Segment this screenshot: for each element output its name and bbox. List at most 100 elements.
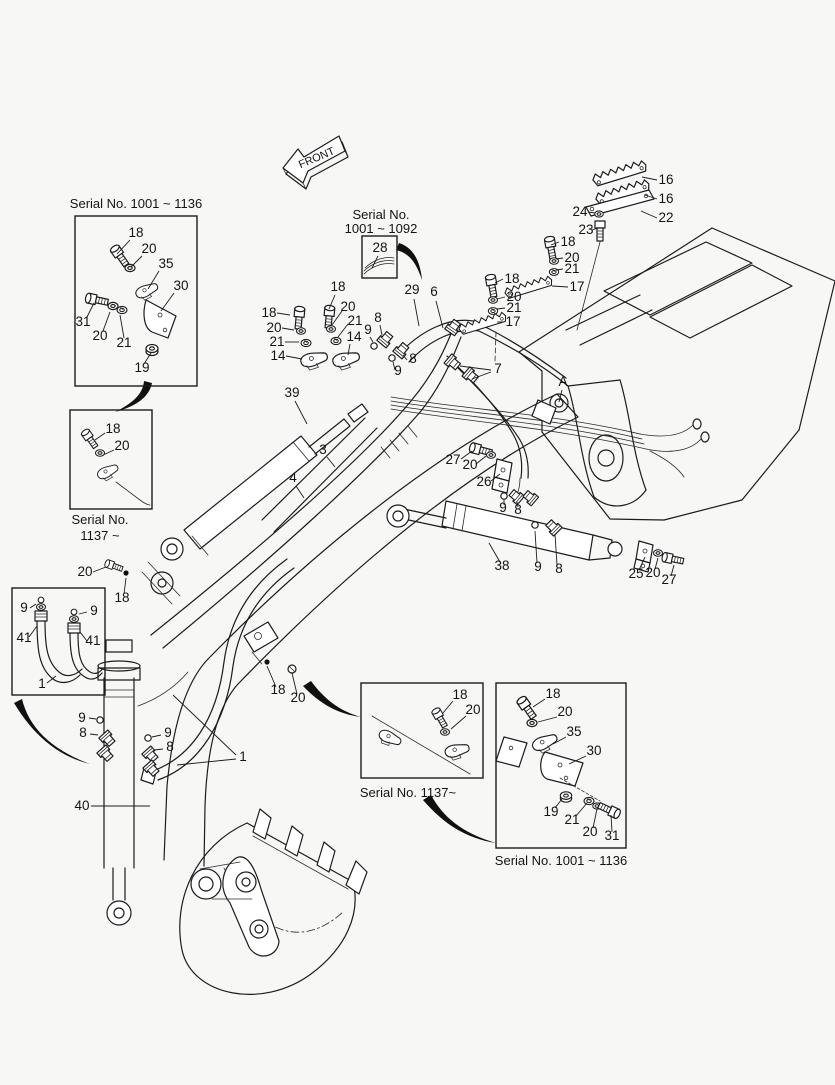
part-label: 20 <box>77 564 92 579</box>
part-label: 14 <box>270 348 286 363</box>
part-label: 18 <box>114 590 129 605</box>
part-label: 20 <box>645 565 660 580</box>
inset-bottom-mid <box>360 682 484 779</box>
inset-serial-28 <box>361 235 398 279</box>
leader-line <box>488 542 501 563</box>
leader-line <box>435 300 444 329</box>
part-label: 8 <box>555 561 563 576</box>
part-label: 24 <box>572 204 588 219</box>
leader-lines <box>28 176 675 833</box>
front-direction-arrow <box>282 135 349 190</box>
leader-line <box>295 485 305 499</box>
leader-line <box>294 400 308 425</box>
part-label: 38 <box>494 558 509 573</box>
part-label: 18 <box>560 234 575 249</box>
leader-line <box>555 257 564 260</box>
leader-line <box>554 533 558 566</box>
leader-line <box>496 296 506 300</box>
part-label: 8 <box>166 739 174 754</box>
leader-line <box>326 456 336 468</box>
hose-bundle <box>390 396 710 478</box>
part-label: 20 <box>290 690 305 705</box>
leader-line <box>160 292 175 312</box>
part-label: 18 <box>128 225 143 240</box>
part-label: 19 <box>543 804 558 819</box>
leader-line <box>516 501 519 508</box>
part-label: 41 <box>85 633 100 648</box>
part-label: 6 <box>430 284 438 299</box>
part-label: 8 <box>374 310 382 325</box>
part-label: 20 <box>557 704 572 719</box>
leader-line <box>641 176 658 181</box>
leader-line <box>176 758 237 766</box>
leader-line <box>291 672 298 695</box>
leader-line <box>28 625 38 638</box>
part-label: 22 <box>658 210 673 225</box>
leader-line <box>552 736 567 745</box>
leader-line <box>551 285 569 288</box>
leader-line <box>459 365 492 371</box>
leader-line <box>79 631 88 642</box>
leader-line <box>143 352 152 365</box>
inset-title: Serial No. <box>352 207 409 222</box>
part-label: 17 <box>569 279 584 294</box>
leader-line <box>640 210 658 219</box>
part-label: 20 <box>582 824 597 839</box>
leader-line <box>88 717 97 720</box>
leader-line <box>534 530 538 564</box>
hydraulic-hoses <box>137 317 569 785</box>
leader-line <box>102 311 111 332</box>
leader-line <box>638 556 646 571</box>
leader-line <box>537 716 558 723</box>
part-label: 20 <box>564 250 579 265</box>
leader-line <box>123 577 127 595</box>
part-label: 18 <box>545 686 560 701</box>
arm-cylinder <box>386 500 623 561</box>
leader-line <box>490 473 501 482</box>
leader-line <box>92 566 107 573</box>
leader-line <box>276 312 291 316</box>
leader-line <box>331 310 343 326</box>
leader-line <box>494 278 504 284</box>
leader-line <box>369 336 374 343</box>
leader-line <box>102 449 115 456</box>
leader-line <box>442 700 454 714</box>
part-label: 4 <box>289 470 297 485</box>
part-label: 27 <box>445 452 460 467</box>
leader-line <box>46 675 57 684</box>
part-label: 18 <box>330 279 345 294</box>
part-label: 28 <box>372 240 387 255</box>
bucket <box>179 808 368 995</box>
part-label: 16 <box>658 191 673 206</box>
part-label: 20 <box>340 299 355 314</box>
leader-line <box>153 748 164 751</box>
part-label: 17 <box>505 314 520 329</box>
inset-bottom-right <box>495 682 627 849</box>
leader-line <box>575 802 588 817</box>
boom-cylinder <box>160 403 369 561</box>
part-label: A <box>558 374 567 389</box>
part-label: 35 <box>566 724 581 739</box>
leader-line <box>266 665 277 688</box>
part-label: 8 <box>514 502 522 517</box>
part-label: 21 <box>269 334 284 349</box>
leader-line <box>568 755 587 765</box>
machine-body <box>518 227 835 521</box>
leader-line <box>558 389 563 403</box>
leader-line <box>337 323 349 338</box>
part-label: 21 <box>564 812 579 827</box>
part-label: 18 <box>261 305 276 320</box>
leader-line <box>610 814 613 833</box>
leader-line <box>475 455 487 465</box>
part-label: 20 <box>141 241 156 256</box>
leader-line <box>592 808 598 829</box>
part-label: 1 <box>239 749 247 764</box>
part-label: 39 <box>284 385 299 400</box>
part-label: 27 <box>661 572 676 587</box>
leader-line <box>285 355 303 360</box>
leader-line <box>151 734 162 738</box>
inset-title: Serial No. <box>71 512 128 527</box>
part-label: 7 <box>494 361 502 376</box>
part-label: 20 <box>266 320 281 335</box>
